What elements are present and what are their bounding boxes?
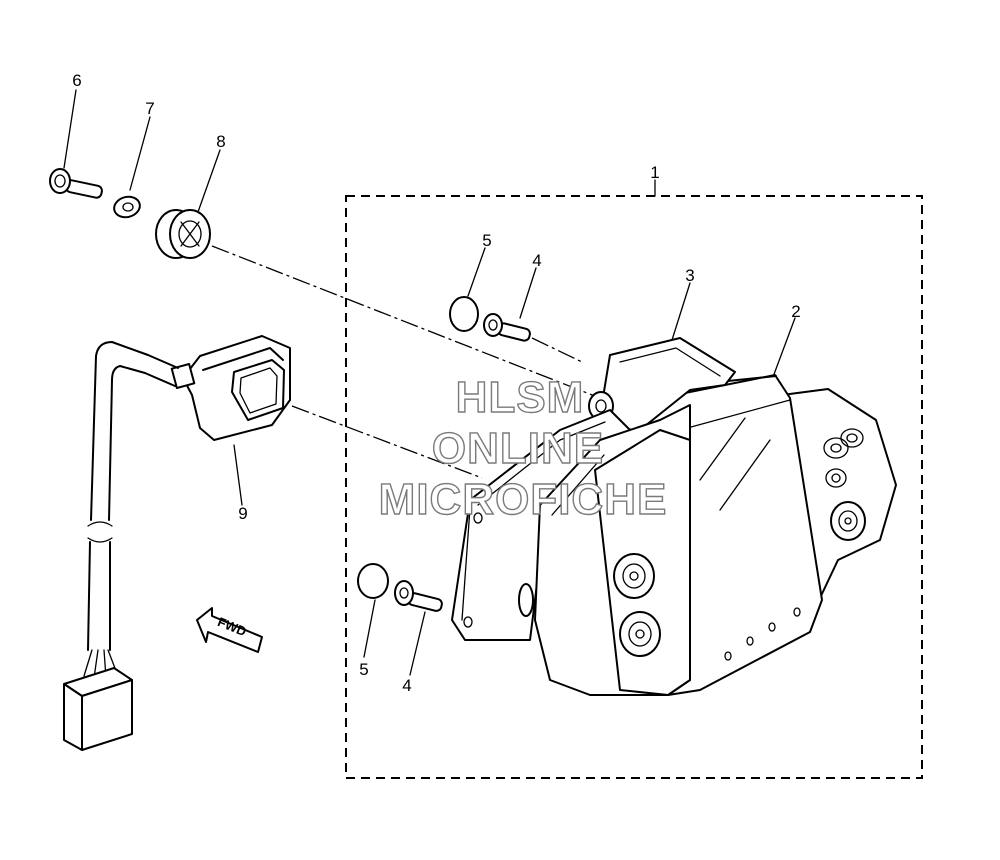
cap-part-5-upper: [449, 296, 479, 332]
assembly-boundary: [345, 195, 923, 779]
callout-4-lower: 4: [402, 676, 411, 695]
grommet-part-8: [155, 209, 211, 259]
bolt-part-4-upper: [483, 313, 531, 342]
callout-1: 1: [650, 163, 659, 182]
callout-5-lower: 5: [359, 660, 368, 679]
bolt-part-4-lower: [394, 580, 443, 612]
connector-block: [63, 667, 133, 751]
watermark-line-3: MICROFICHE: [379, 475, 668, 524]
cap-part-5-lower: [357, 563, 389, 599]
callout-7: 7: [145, 99, 154, 118]
callout-numbers: 1 2 3 4 4 5 5 6 7 8 9: [72, 71, 800, 695]
bolt-part-6: [49, 168, 103, 199]
lens-part-9: [83, 335, 291, 679]
callout-9: 9: [238, 504, 247, 523]
callout-6: 6: [72, 71, 81, 90]
callout-5-upper: 5: [482, 231, 491, 250]
watermark: HLSM ONLINE MICROFICHE: [378, 372, 668, 524]
callout-8: 8: [216, 132, 225, 151]
meter-housing: [518, 404, 691, 696]
watermark-line-1: HLSM: [456, 373, 585, 422]
washer-part-7: [113, 195, 141, 219]
watermark-line-2: ONLINE: [432, 424, 604, 473]
callout-3: 3: [685, 266, 694, 285]
callout-4-upper: 4: [532, 251, 541, 270]
fwd-arrow-icon: FWD: [196, 607, 263, 653]
callout-2: 2: [791, 302, 800, 321]
leader-lines: [63, 89, 796, 676]
